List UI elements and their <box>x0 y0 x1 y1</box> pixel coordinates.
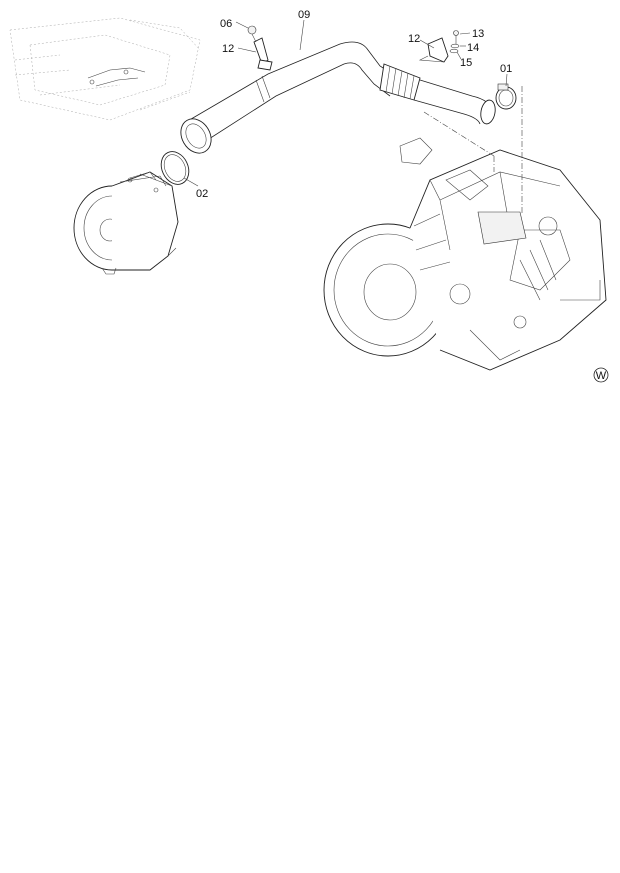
air-intake-hose <box>180 41 397 154</box>
hose-bellows <box>379 63 421 101</box>
air-cleaner <box>73 171 179 275</box>
label-part-06: 06 <box>220 18 232 30</box>
label-part-15: 15 <box>460 57 472 69</box>
background-machine-sketch <box>9 17 201 121</box>
hose-clamp-02 <box>160 151 190 185</box>
label-part-02: 02 <box>196 188 208 200</box>
bracket-12-left <box>247 25 273 71</box>
view-mark: W <box>593 367 609 383</box>
hose-clamp-01 <box>495 83 517 110</box>
leader-lines <box>183 19 523 214</box>
label-part-09: 09 <box>298 9 310 21</box>
label-part-12-right: 12 <box>408 33 420 45</box>
label-part-12-left: 12 <box>222 43 234 55</box>
elbow-hose <box>413 79 496 125</box>
engine-assembly <box>323 137 607 371</box>
label-part-13: 13 <box>472 28 484 40</box>
view-mark-letter: W <box>596 370 607 382</box>
label-part-14: 14 <box>467 42 479 54</box>
bracket-12-right <box>418 30 460 63</box>
label-part-01: 01 <box>500 63 512 75</box>
